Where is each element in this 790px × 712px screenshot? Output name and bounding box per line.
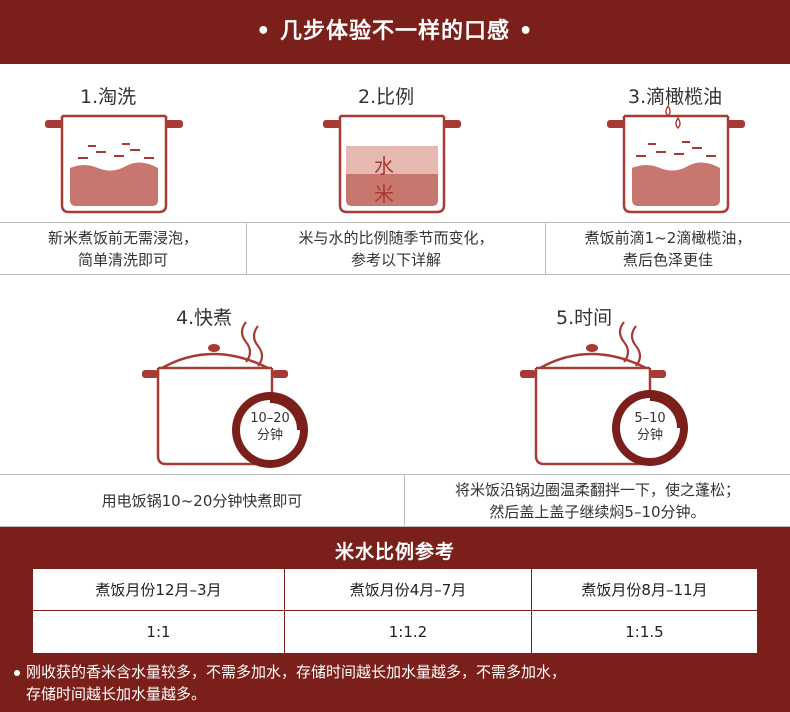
- rice-label: 米: [374, 182, 394, 206]
- table-cell: 1:1.5: [625, 623, 664, 641]
- table-header-cell: 煮饭月份8月–11月: [532, 569, 757, 611]
- title-banner: • 几步体验不一样的口感 •: [0, 0, 790, 64]
- timer-label: 10–20 分钟: [250, 411, 290, 443]
- ratio-heading: 米水比例参考: [334, 541, 455, 563]
- pot-oil-icon: [607, 114, 745, 214]
- oil-drops-icon: [665, 104, 681, 129]
- pot-resting-icon: [520, 321, 688, 466]
- table-cell: 1:1: [33, 611, 285, 653]
- divider: [404, 475, 405, 526]
- timer-label: 5–10 分钟: [634, 411, 666, 443]
- page-title: • 几步体验不一样的口感 •: [256, 19, 534, 44]
- step-2-desc: 米与水的比例随季节而变化， 参考以下详解: [298, 228, 494, 269]
- step-1-desc: 新米煮饭前无需浸泡， 简单清洗即可: [47, 228, 198, 269]
- step-5-desc: 将米饭沿锅边圈温柔翻拌一下，使之蓬松； 然后盖上盖子继续焖5–10分钟。: [454, 480, 740, 521]
- table-header-cell: 煮饭月份4月–7月: [285, 569, 532, 611]
- ratio-section: 米水比例参考 煮饭月份12月–3月 煮饭月份4月–7月 煮饭月份8月–11月 1…: [0, 527, 790, 712]
- water-label: 水: [374, 154, 394, 178]
- pot-ratio-icon: [323, 114, 461, 214]
- ratio-table: 煮饭月份12月–3月 煮饭月份4月–7月 煮饭月份8月–11月 1:1 1:1.…: [33, 569, 757, 653]
- bullet-icon: [14, 669, 20, 676]
- divider: [246, 223, 247, 274]
- table-header-cell: 煮饭月份12月–3月: [33, 569, 285, 611]
- step-4-label: 4.快煮: [176, 307, 233, 329]
- step-4-desc: 用电饭锅10~20分钟快煮即可: [101, 491, 303, 510]
- step-1-label: 1.淘洗: [80, 86, 137, 108]
- divider: [545, 223, 546, 274]
- step-3-label: 3.滴橄榄油: [628, 86, 723, 108]
- step-desc-band-1: 新米煮饭前无需浸泡， 简单清洗即可 米与水的比例随季节而变化， 参考以下详解 煮…: [0, 222, 790, 275]
- table-cell: 1:1.2: [285, 611, 532, 653]
- step-2-label: 2.比例: [358, 86, 415, 108]
- pot-washing-icon: [45, 114, 183, 214]
- storage-note: 刚收获的香米含水量较多，不需多加水，存储时间越长加水量越多，不需多加水， 存储时…: [14, 661, 784, 705]
- step-5-label: 5.时间: [556, 307, 613, 329]
- pot-cooking-icon: [142, 321, 308, 468]
- step-desc-band-2: 用电饭锅10~20分钟快煮即可 将米饭沿锅边圈温柔翻拌一下，使之蓬松； 然后盖上…: [0, 474, 790, 527]
- step-3-desc: 煮饭前滴1~2滴橄榄油， 煮后色泽更佳: [584, 228, 752, 269]
